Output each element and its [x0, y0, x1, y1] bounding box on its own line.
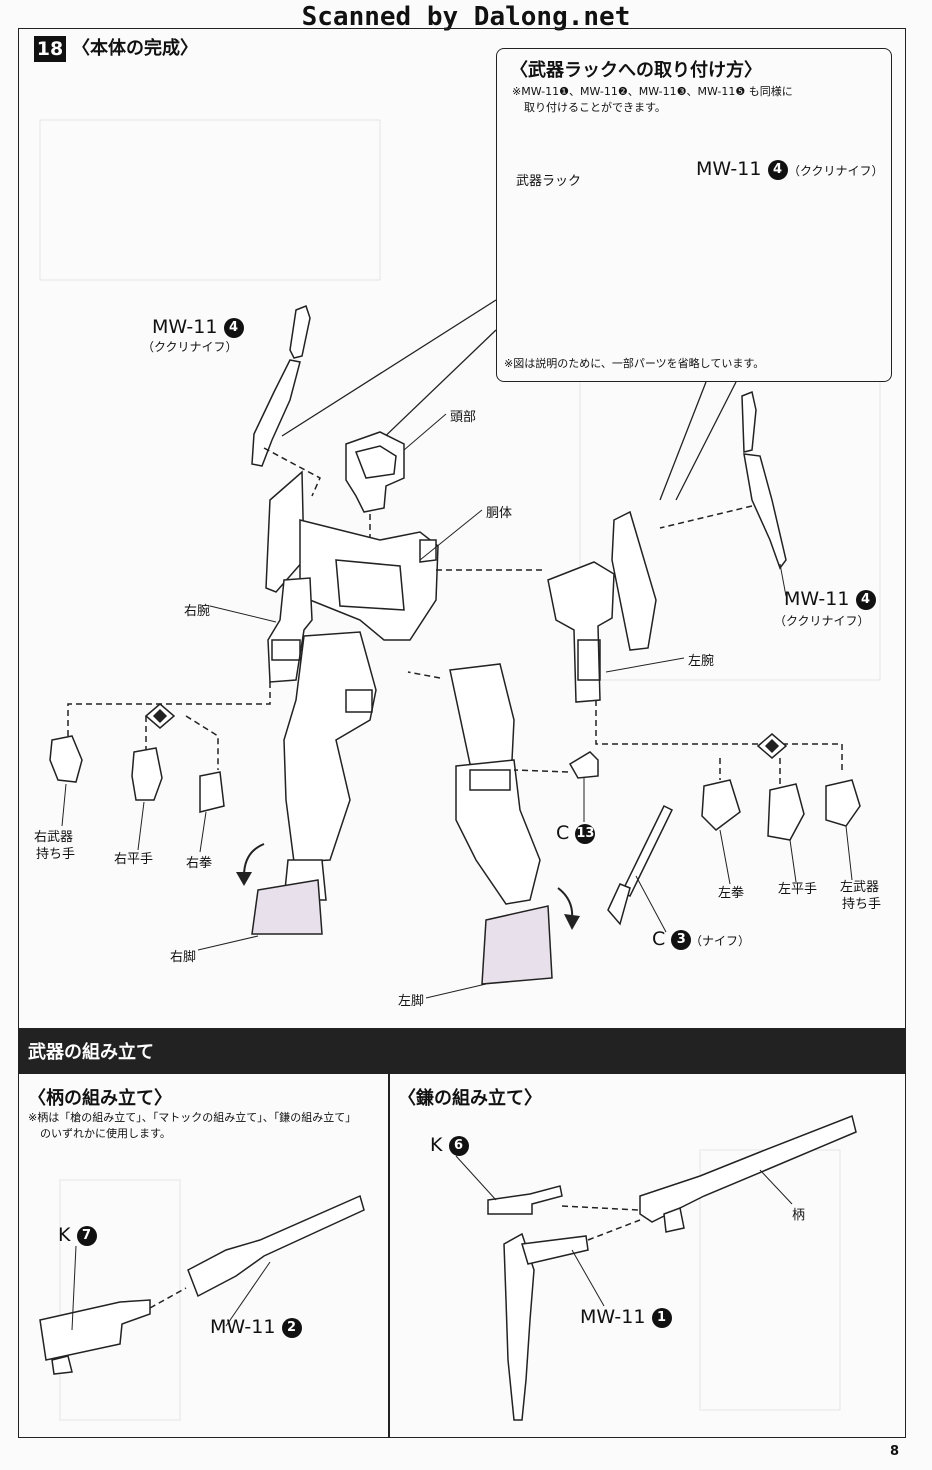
callout-part-number: 4	[767, 159, 788, 180]
k6-part-code: K 6	[430, 1134, 469, 1156]
right-arm-label: 右腕	[184, 604, 211, 619]
head-label: 頭部	[450, 410, 477, 425]
sickle-part-code-text: MW-11	[580, 1306, 646, 1328]
callout-note-line2: 取り付けることができます。	[524, 101, 666, 114]
left-weapon-hand-label-2: 持ち手	[842, 897, 882, 912]
step-number-badge: 18	[34, 36, 66, 62]
left-arm-label: 左腕	[688, 654, 715, 669]
sickle-part-code: MW-11 1	[580, 1306, 672, 1328]
weapon-rack-callout	[496, 48, 892, 382]
k7-part-code: K 7	[58, 1224, 97, 1246]
sickle-assembly-drawing	[487, 1114, 857, 1421]
left-fist-label: 左拳	[718, 886, 745, 901]
c3-number: 3	[671, 929, 692, 950]
weapons-section-header: 武器の組み立て	[18, 1028, 906, 1074]
hand-select-symbol-right	[144, 703, 176, 729]
c13-number: 13	[575, 823, 596, 844]
right-kukri-code-text: MW-11	[784, 588, 850, 610]
right-flat-hand-label: 右平手	[114, 852, 154, 867]
step-title: 〈本体の完成〉	[72, 38, 198, 59]
handle-note-line1: ※柄は「槍の組み立て」、「マトックの組み立て」、「鎌の組み立て」	[28, 1111, 357, 1124]
scan-watermark: Scanned by Dalong.net	[301, 2, 631, 32]
weapons-section-title: 武器の組み立て	[28, 1042, 154, 1063]
right-arm-drawing	[267, 577, 313, 683]
left-kukri-part-code: MW-11 4	[152, 316, 244, 338]
page-frame	[18, 28, 906, 1438]
page-number: 8	[890, 1444, 900, 1459]
handle-assembly-drawing	[39, 1194, 365, 1375]
left-flat-hand-drawing	[767, 783, 805, 841]
callout-part-code: MW-11 4	[696, 158, 788, 180]
handle-part-code: MW-11 2	[210, 1316, 302, 1338]
c3-letter: C	[652, 928, 666, 950]
right-kukri-part-number: 4	[855, 589, 876, 610]
sickle-assembly-title: 〈鎌の組み立て〉	[398, 1088, 542, 1109]
section-divider	[388, 1074, 390, 1438]
left-kukri-desc: （ククリナイフ）	[142, 340, 238, 354]
right-weapon-hand-drawing	[49, 735, 83, 783]
k6-letter: K	[430, 1134, 443, 1156]
left-kukri-part-number: 4	[223, 317, 244, 338]
sickle-part-number: 1	[651, 1307, 672, 1328]
k7-letter: K	[58, 1224, 71, 1246]
callout-note-line1: ※MW-11❶、MW-11❷、MW-11❸、MW-11❺ も同様に	[512, 85, 793, 98]
c13-part-code: C 13	[556, 822, 596, 844]
kukri-knife-right-drawing	[741, 390, 787, 570]
k6-number: 6	[448, 1135, 469, 1156]
left-weapon-hand-drawing	[825, 779, 861, 827]
right-fist-label: 右拳	[186, 856, 213, 871]
right-weapon-hand-label-1: 右武器	[34, 830, 74, 845]
handle-part-code-text: MW-11	[210, 1316, 276, 1338]
c3-desc: （ナイフ）	[690, 934, 751, 948]
left-weapon-hand-label-1: 左武器	[840, 880, 880, 895]
handle-note-line2: のいずれかに使用します。	[40, 1127, 171, 1140]
left-leg-drawing	[449, 663, 553, 985]
right-leg-drawing	[251, 631, 377, 935]
right-kukri-part-code: MW-11 4	[784, 588, 876, 610]
callout-part-desc: （ククリナイフ）	[788, 164, 884, 178]
left-kukri-code-text: MW-11	[152, 316, 218, 338]
right-flat-hand-drawing	[131, 747, 163, 801]
callout-omit-note: ※図は説明のために、一部パーツを省略しています。	[504, 357, 765, 370]
left-fist-drawing	[701, 779, 741, 831]
callout-part-code-text: MW-11	[696, 158, 762, 180]
handle-assembly-title: 〈柄の組み立て〉	[28, 1088, 172, 1109]
right-fist-drawing	[199, 771, 225, 813]
left-leg-label: 左脚	[398, 994, 425, 1009]
weapon-rack-label: 武器ラック	[516, 174, 582, 189]
k7-number: 7	[76, 1225, 97, 1246]
kukri-knife-left-drawing	[251, 305, 311, 467]
hand-select-symbol-left	[756, 733, 788, 759]
sickle-handle-label: 柄	[792, 1208, 806, 1223]
torso-label: 胴体	[486, 506, 513, 521]
torso-drawing	[265, 470, 439, 641]
c13-part-drawing	[568, 751, 599, 779]
right-leg-label: 右脚	[170, 950, 197, 965]
callout-title: 〈武器ラックへの取り付け方〉	[510, 60, 762, 81]
right-weapon-hand-label-2: 持ち手	[36, 847, 76, 862]
c13-letter: C	[556, 822, 570, 844]
left-flat-hand-label: 左平手	[778, 882, 818, 897]
handle-part-number: 2	[281, 1317, 302, 1338]
right-kukri-desc: （ククリナイフ）	[774, 614, 870, 628]
c3-part-code: C 3	[652, 928, 692, 950]
left-arm-drawing	[547, 510, 657, 703]
knife-c3-drawing	[607, 804, 673, 926]
head-drawing	[345, 431, 405, 513]
